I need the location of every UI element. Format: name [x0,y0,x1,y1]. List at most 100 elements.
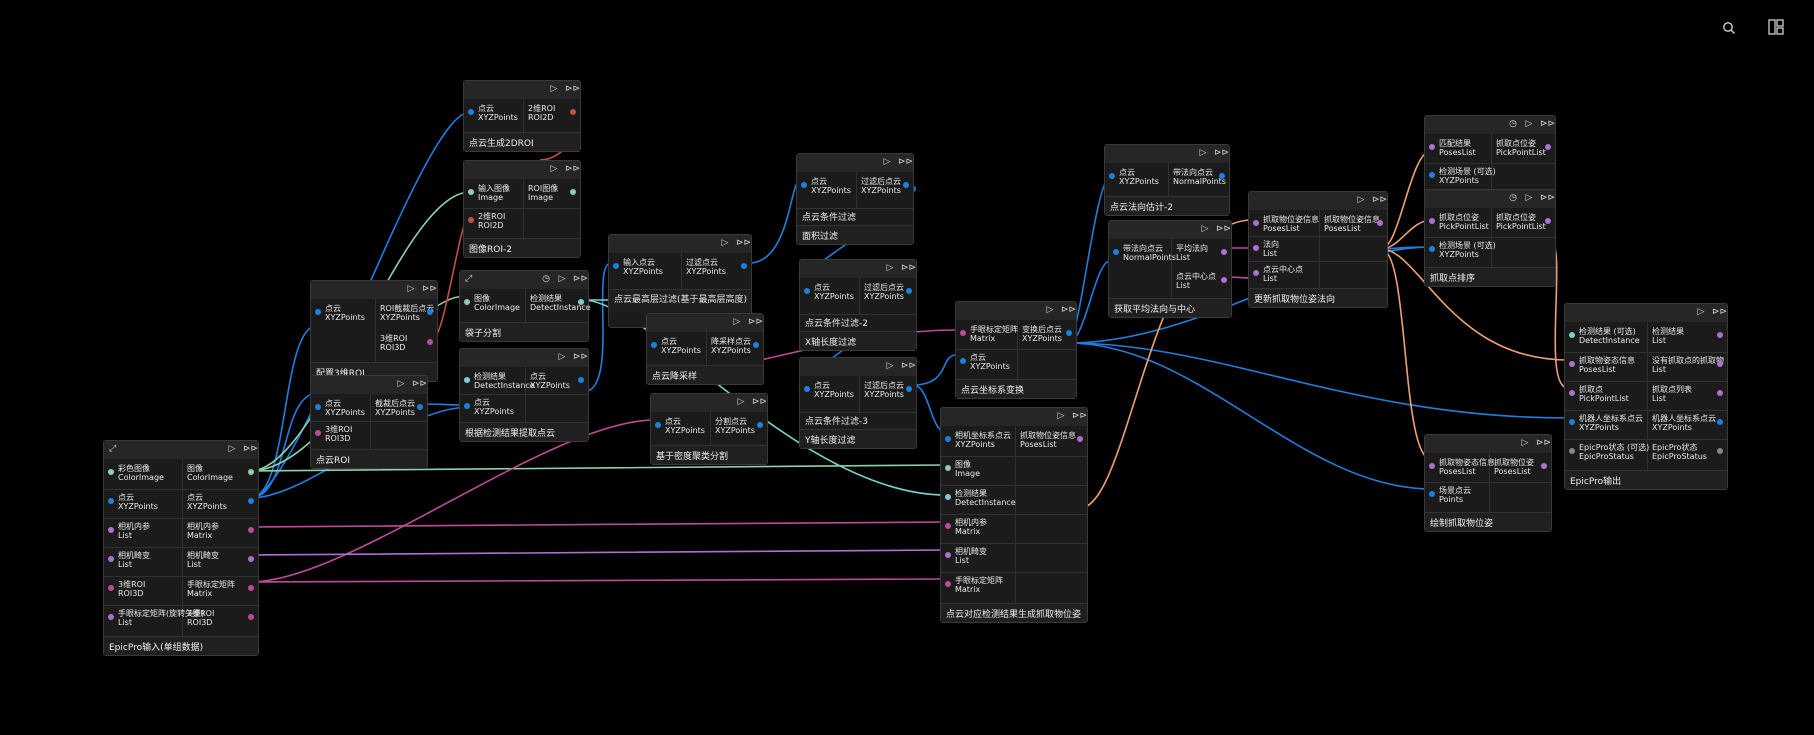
run-all-icon[interactable]: ⊳⊳ [901,263,917,273]
input-port[interactable] [945,523,951,529]
node-header[interactable]: ▷⊳⊳ [1105,145,1229,163]
run-all-icon[interactable]: ⊳⊳ [1216,224,1232,234]
play-icon[interactable]: ▷ [1057,411,1065,421]
output-port[interactable] [248,527,254,533]
node-header[interactable]: ▷⊳⊳ [464,161,580,179]
play-icon[interactable]: ▷ [550,164,558,174]
input-port[interactable] [1429,491,1435,497]
play-icon[interactable]: ▷ [228,444,236,454]
input-port[interactable] [1569,390,1575,396]
play-icon[interactable]: ▷ [558,352,566,362]
input-port[interactable] [801,182,807,188]
node-header[interactable]: ▷ ⊳⊳ [1109,221,1231,239]
input-port[interactable] [804,288,810,294]
run-all-icon[interactable]: ⊳⊳ [1061,305,1077,315]
output-port[interactable] [903,182,909,188]
run-all-icon[interactable]: ⊳⊳ [898,157,914,167]
input-port[interactable] [945,436,951,442]
input-port[interactable] [945,552,951,558]
node-header[interactable]: ▷ ⊳⊳ [1249,192,1387,210]
play-icon[interactable]: ▷ [1357,195,1365,205]
history-icon[interactable]: ◷ [1509,193,1517,203]
node-header[interactable]: ▷ ⊳⊳ [1565,304,1727,322]
output-port[interactable] [1717,390,1723,396]
input-port[interactable] [315,309,321,315]
output-port[interactable] [1077,436,1083,442]
output-port[interactable] [1377,220,1383,226]
input-port[interactable] [1429,144,1435,150]
output-port[interactable] [578,377,584,383]
node-header[interactable]: ▷⊳⊳ [941,408,1087,426]
output-port[interactable] [1717,419,1723,425]
play-icon[interactable]: ▷ [1201,224,1209,234]
play-icon[interactable]: ▷ [1525,119,1533,129]
input-port[interactable] [945,581,951,587]
output-port[interactable] [578,299,584,305]
node-header[interactable]: ▷⊳⊳ [311,281,437,299]
run-all-icon[interactable]: ⊳⊳ [243,444,259,454]
search-icon[interactable] [1722,20,1736,39]
node-header[interactable]: ▷⊳⊳ [797,154,913,172]
input-port[interactable] [315,430,321,436]
input-port[interactable] [468,189,474,195]
input-port[interactable] [468,217,474,223]
input-port[interactable] [945,465,951,471]
output-port[interactable] [1221,249,1227,255]
output-port[interactable] [1717,332,1723,338]
output-port[interactable] [741,263,747,269]
node-header[interactable]: ◷▷⊳⊳ [1425,190,1555,208]
node-header[interactable]: ▷⊳⊳ [647,314,763,332]
play-icon[interactable]: ▷ [1697,307,1705,317]
output-port[interactable] [1221,277,1227,283]
input-port[interactable] [1109,173,1115,179]
run-all-icon[interactable]: ⊳⊳ [1372,195,1388,205]
output-port[interactable] [427,339,433,345]
output-port[interactable] [248,585,254,591]
input-port[interactable] [1569,361,1575,367]
input-port[interactable] [464,299,470,305]
run-all-icon[interactable]: ⊳⊳ [1536,438,1552,448]
run-all-icon[interactable]: ⊳⊳ [748,317,764,327]
node-header[interactable]: ▷⊳⊳ [460,349,588,367]
node-header[interactable]: ⤢ ▷ ⊳⊳ [104,441,258,459]
node-collapse-icon[interactable]: ⤢ [109,444,117,454]
run-all-icon[interactable]: ⊳⊳ [1712,307,1728,317]
input-port[interactable] [960,330,966,336]
input-port[interactable] [108,527,114,533]
node-header[interactable]: ▷⊳⊳ [1425,435,1551,453]
run-all-icon[interactable]: ⊳⊳ [901,361,917,371]
node-header[interactable]: ▷⊳⊳ [956,302,1076,320]
input-port[interactable] [108,469,114,475]
output-port[interactable] [906,386,912,392]
history-icon[interactable]: ◷ [1509,119,1517,129]
history-icon[interactable]: ◷ [542,274,550,284]
node-header[interactable]: ▷⊳⊳ [800,260,916,278]
input-port[interactable] [464,403,470,409]
input-port[interactable] [1569,419,1575,425]
output-port[interactable] [570,109,576,115]
input-port[interactable] [1253,245,1259,251]
play-icon[interactable]: ▷ [397,379,405,389]
layout-grid-icon[interactable] [1768,19,1784,39]
output-port[interactable] [1717,448,1723,454]
input-port[interactable] [960,358,966,364]
run-all-icon[interactable]: ⊳⊳ [565,84,581,94]
input-port[interactable] [464,377,470,383]
input-port[interactable] [1429,463,1435,469]
output-port[interactable] [248,556,254,562]
